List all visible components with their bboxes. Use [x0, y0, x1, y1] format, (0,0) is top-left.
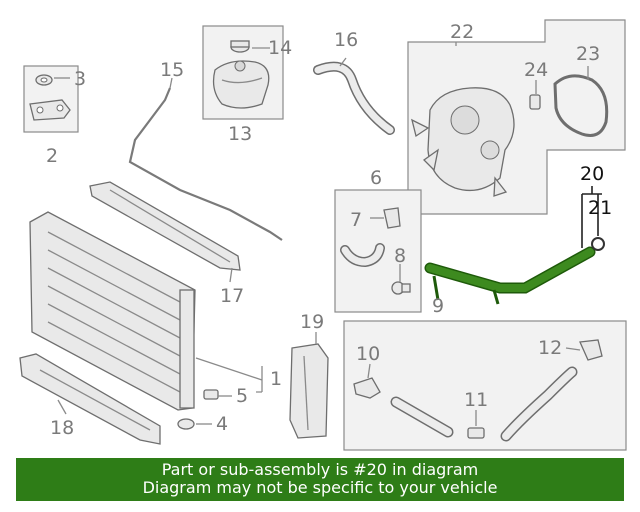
callout-6: 6	[370, 167, 382, 189]
part-4-grommet	[177, 418, 195, 430]
callout-19: 19	[300, 311, 324, 333]
callout-3: 3	[74, 68, 86, 90]
part-22-thermostat-housing	[411, 87, 515, 197]
callout-18: 18	[50, 417, 74, 439]
box-parts-9-12	[343, 320, 627, 451]
callout-21: 21	[588, 197, 612, 219]
callout-24: 24	[524, 59, 548, 81]
part-3-washer	[35, 74, 53, 86]
part-8-sensor	[391, 281, 411, 295]
info-banner: Part or sub-assembly is #20 in diagram D…	[16, 458, 624, 501]
callout-10: 10	[356, 343, 380, 365]
callout-16: 16	[334, 29, 358, 51]
part-13-reservoir	[212, 60, 270, 109]
callout-17: 17	[220, 285, 244, 307]
callout-2: 2	[46, 145, 58, 167]
callout-23: 23	[576, 43, 600, 65]
callout-7: 7	[350, 209, 362, 231]
callout-12: 12	[538, 337, 562, 359]
leader-lines	[54, 42, 602, 426]
part-15-overflow-line	[128, 87, 283, 241]
part-23-gasket	[553, 74, 609, 137]
banner-line-1: Part or sub-assembly is #20 in diagram	[161, 460, 479, 479]
callout-9: 9	[432, 295, 444, 317]
callout-14: 14	[268, 37, 292, 59]
part-1-radiator	[29, 211, 196, 411]
part-14-cap	[230, 40, 250, 53]
part-19-side-air-guide	[289, 343, 329, 439]
part-18-lower-air-guide	[19, 353, 161, 445]
part-11-connector	[467, 427, 485, 439]
callout-20: 20	[580, 163, 604, 185]
part-5-drain-plug	[203, 389, 219, 400]
callout-8: 8	[394, 245, 406, 267]
part-20-coolant-pipe	[424, 246, 596, 305]
callout-22: 22	[450, 21, 474, 43]
part-21-oring	[591, 237, 605, 251]
callout-5: 5	[236, 385, 248, 407]
part-17-upper-bracket	[89, 181, 241, 271]
part-12-elbow	[579, 339, 603, 361]
part-24-sensor	[529, 94, 541, 110]
part-10-fitting	[353, 377, 381, 399]
callout-15: 15	[160, 59, 184, 81]
box-parts-2-3	[23, 65, 79, 133]
part-7-fitting	[383, 207, 401, 229]
callout-13: 13	[228, 123, 252, 145]
banner-line-2: Diagram may not be specific to your vehi…	[142, 478, 498, 497]
part-2-bracket	[29, 99, 71, 121]
callout-1: 1	[270, 368, 282, 390]
callout-11: 11	[464, 389, 488, 411]
callout-4: 4	[216, 413, 228, 435]
